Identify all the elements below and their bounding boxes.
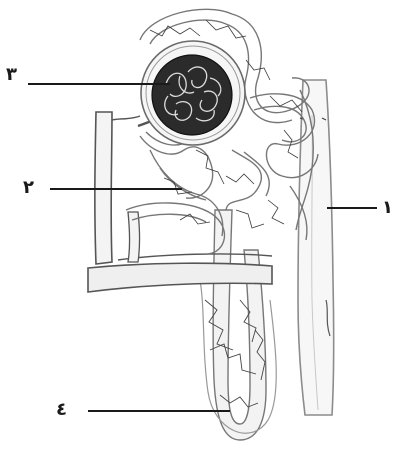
label-2: ٢ bbox=[23, 179, 34, 197]
glomerulus-icon bbox=[152, 55, 232, 135]
collecting-duct-icon bbox=[298, 80, 334, 415]
label-1: ١ bbox=[382, 199, 393, 217]
loop-of-henle-icon bbox=[200, 210, 276, 440]
label-4: ٤ bbox=[56, 401, 67, 419]
label-3: ٣ bbox=[6, 66, 17, 84]
